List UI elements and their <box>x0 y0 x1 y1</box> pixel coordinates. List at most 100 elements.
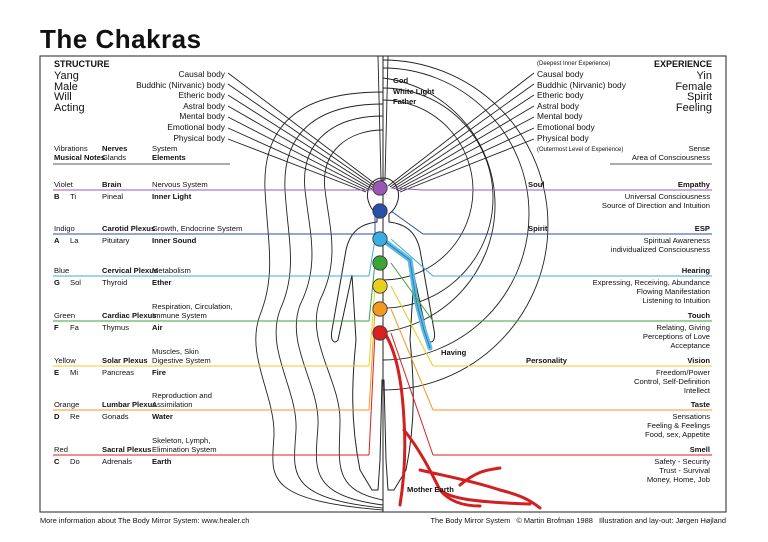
footer-right: The Body Mirror System © Martin Brofman … <box>430 516 726 525</box>
chakra-color-name: Violet <box>54 180 73 189</box>
header-vibrations: Vibrations <box>54 144 88 153</box>
chakra-circle-indigo <box>372 203 388 219</box>
chakra-system: Assimilation <box>152 400 193 409</box>
chakra-system: Muscles, Skin <box>152 347 199 356</box>
chakra-area: Freedom/Power <box>655 368 710 377</box>
chakra-element: Inner Light <box>152 192 192 201</box>
bodies-left-list: Causal body Buddhic (Nirvanic) body Ethe… <box>136 69 225 143</box>
chakra-nerve: Carotid Plexus <box>102 224 156 233</box>
structure-word: Male <box>54 80 78 93</box>
body-label: Causal body <box>178 69 225 79</box>
body-label: Etheric body <box>178 90 225 101</box>
chakra-area: Food, sex, Appetite <box>644 430 710 439</box>
chakra-aspect-label: Spirit <box>528 224 548 233</box>
deepest-note: (Deepest Inner Experience) <box>537 61 611 67</box>
chakra-element: Air <box>152 323 163 332</box>
chakra-connector-right <box>390 285 434 367</box>
chakra-circle-green <box>372 255 388 271</box>
chakra-area: Control, Self-Definition <box>634 377 710 386</box>
chakra-area: Spiritual Awareness <box>643 236 710 245</box>
chakra-note-letter: B <box>54 192 60 201</box>
chakra-system: Growth, Endocrine System <box>152 224 243 233</box>
header-area: Area of Consciousness <box>631 153 710 162</box>
chakra-connector-left <box>368 308 376 411</box>
chakra-element: Earth <box>152 457 172 466</box>
body-label: Emotional body <box>167 121 225 132</box>
header-musical-notes: Musical Notes <box>54 153 106 162</box>
body-label: Astral body <box>537 100 579 111</box>
chakra-note-name: Re <box>70 412 80 421</box>
chakra-area: Safety - Security <box>654 457 710 466</box>
body-label: Causal body <box>537 69 584 79</box>
experience-words: Yin Female Spirit Feeling <box>675 71 712 113</box>
chakra-circle-violet <box>372 180 388 196</box>
chakra-system: Digestive System <box>152 356 211 365</box>
header-glands: Glands <box>102 153 127 162</box>
body-rays <box>227 72 535 193</box>
body-label: Physical body <box>173 132 225 143</box>
human-figure <box>331 177 435 491</box>
chakra-note-name: Ti <box>70 192 77 201</box>
having-label: Having <box>441 348 467 357</box>
chakra-element: Water <box>152 412 173 421</box>
chakra-gland: Pituitary <box>102 236 130 245</box>
blue-channel-outline <box>382 239 431 349</box>
chakra-element: Ether <box>152 278 172 287</box>
chakra-area: Intellect <box>683 386 710 395</box>
chakra-nerve: Cardiac Plexus <box>102 311 157 320</box>
structure-words: Yang Male Will Acting <box>54 71 85 113</box>
chakra-note-letter: G <box>54 278 60 287</box>
chakra-system: Immune System <box>152 311 207 320</box>
white-light-beam <box>377 55 389 181</box>
chakra-sense: Smell <box>689 445 710 454</box>
chakra-area: Listening to Intuition <box>642 296 710 305</box>
structure-word: Acting <box>54 101 85 114</box>
chakra-nerve: Solar Plexus <box>102 356 148 365</box>
chakra-system: Respiration, Circulation, <box>152 302 233 311</box>
chakra-nerve: Lumbar Plexus <box>102 400 157 409</box>
body-label: Emotional body <box>537 121 595 132</box>
chakra-connector-left <box>368 332 376 456</box>
chakra-area: individualized Consciousness <box>610 245 710 254</box>
body-label: Buddhic (Nirvanic) body <box>537 79 626 90</box>
chakra-area: Sensations <box>672 412 710 421</box>
chakra-gland: Thymus <box>102 323 130 332</box>
chakra-lines <box>53 187 712 456</box>
experience-word: Female <box>675 80 712 93</box>
chakra-area: Source of Direction and Intuition <box>601 201 710 210</box>
footer-left: More information about The Body Mirror S… <box>40 516 250 525</box>
chakra-system: Elimination System <box>152 445 217 454</box>
chakra-system: Reproduction and <box>152 391 212 400</box>
chakra-sense: ESP <box>694 224 710 233</box>
chakra-nerve: Brain <box>102 180 122 189</box>
body-label: Astral body <box>183 100 225 111</box>
chakra-circle-red <box>372 325 388 341</box>
chakra-note-letter: D <box>54 412 60 421</box>
chakra-element: Inner Sound <box>152 236 197 245</box>
chakra-note-name: Do <box>70 457 80 466</box>
page-title: The Chakras <box>40 24 202 54</box>
chakra-connector-left <box>368 238 376 277</box>
outermost-note: (Outermost Level of Experience) <box>537 147 624 153</box>
body-label: Mental body <box>179 111 225 122</box>
chakra-sense: Touch <box>687 311 710 320</box>
chakra-connector-left <box>368 262 376 322</box>
chakra-connector-right <box>390 332 434 456</box>
header-nerves: Nerves <box>102 144 128 153</box>
father-label: Father <box>393 97 417 107</box>
experience-header: EXPERIENCE <box>653 59 712 69</box>
chakra-gland: Gonads <box>102 412 129 421</box>
aura-contours-right <box>382 59 549 391</box>
bodies-right-list: Causal body Buddhic (Nirvanic) body Ethe… <box>537 69 626 143</box>
experience-word: Feeling <box>675 101 712 114</box>
chakra-connector-left <box>368 285 376 367</box>
white-light-label: White Light <box>393 86 435 96</box>
header-elements: Elements <box>152 153 186 162</box>
chakra-aspect-label: Soul <box>528 180 545 189</box>
chakra-gland: Pineal <box>102 192 124 201</box>
structure-header: STRUCTURE <box>54 59 110 69</box>
body-label: Physical body <box>537 132 589 143</box>
chakra-area: Universal Consciousness <box>624 192 710 201</box>
chakra-area: Trust - Survival <box>659 466 710 475</box>
red-roots <box>381 328 542 510</box>
